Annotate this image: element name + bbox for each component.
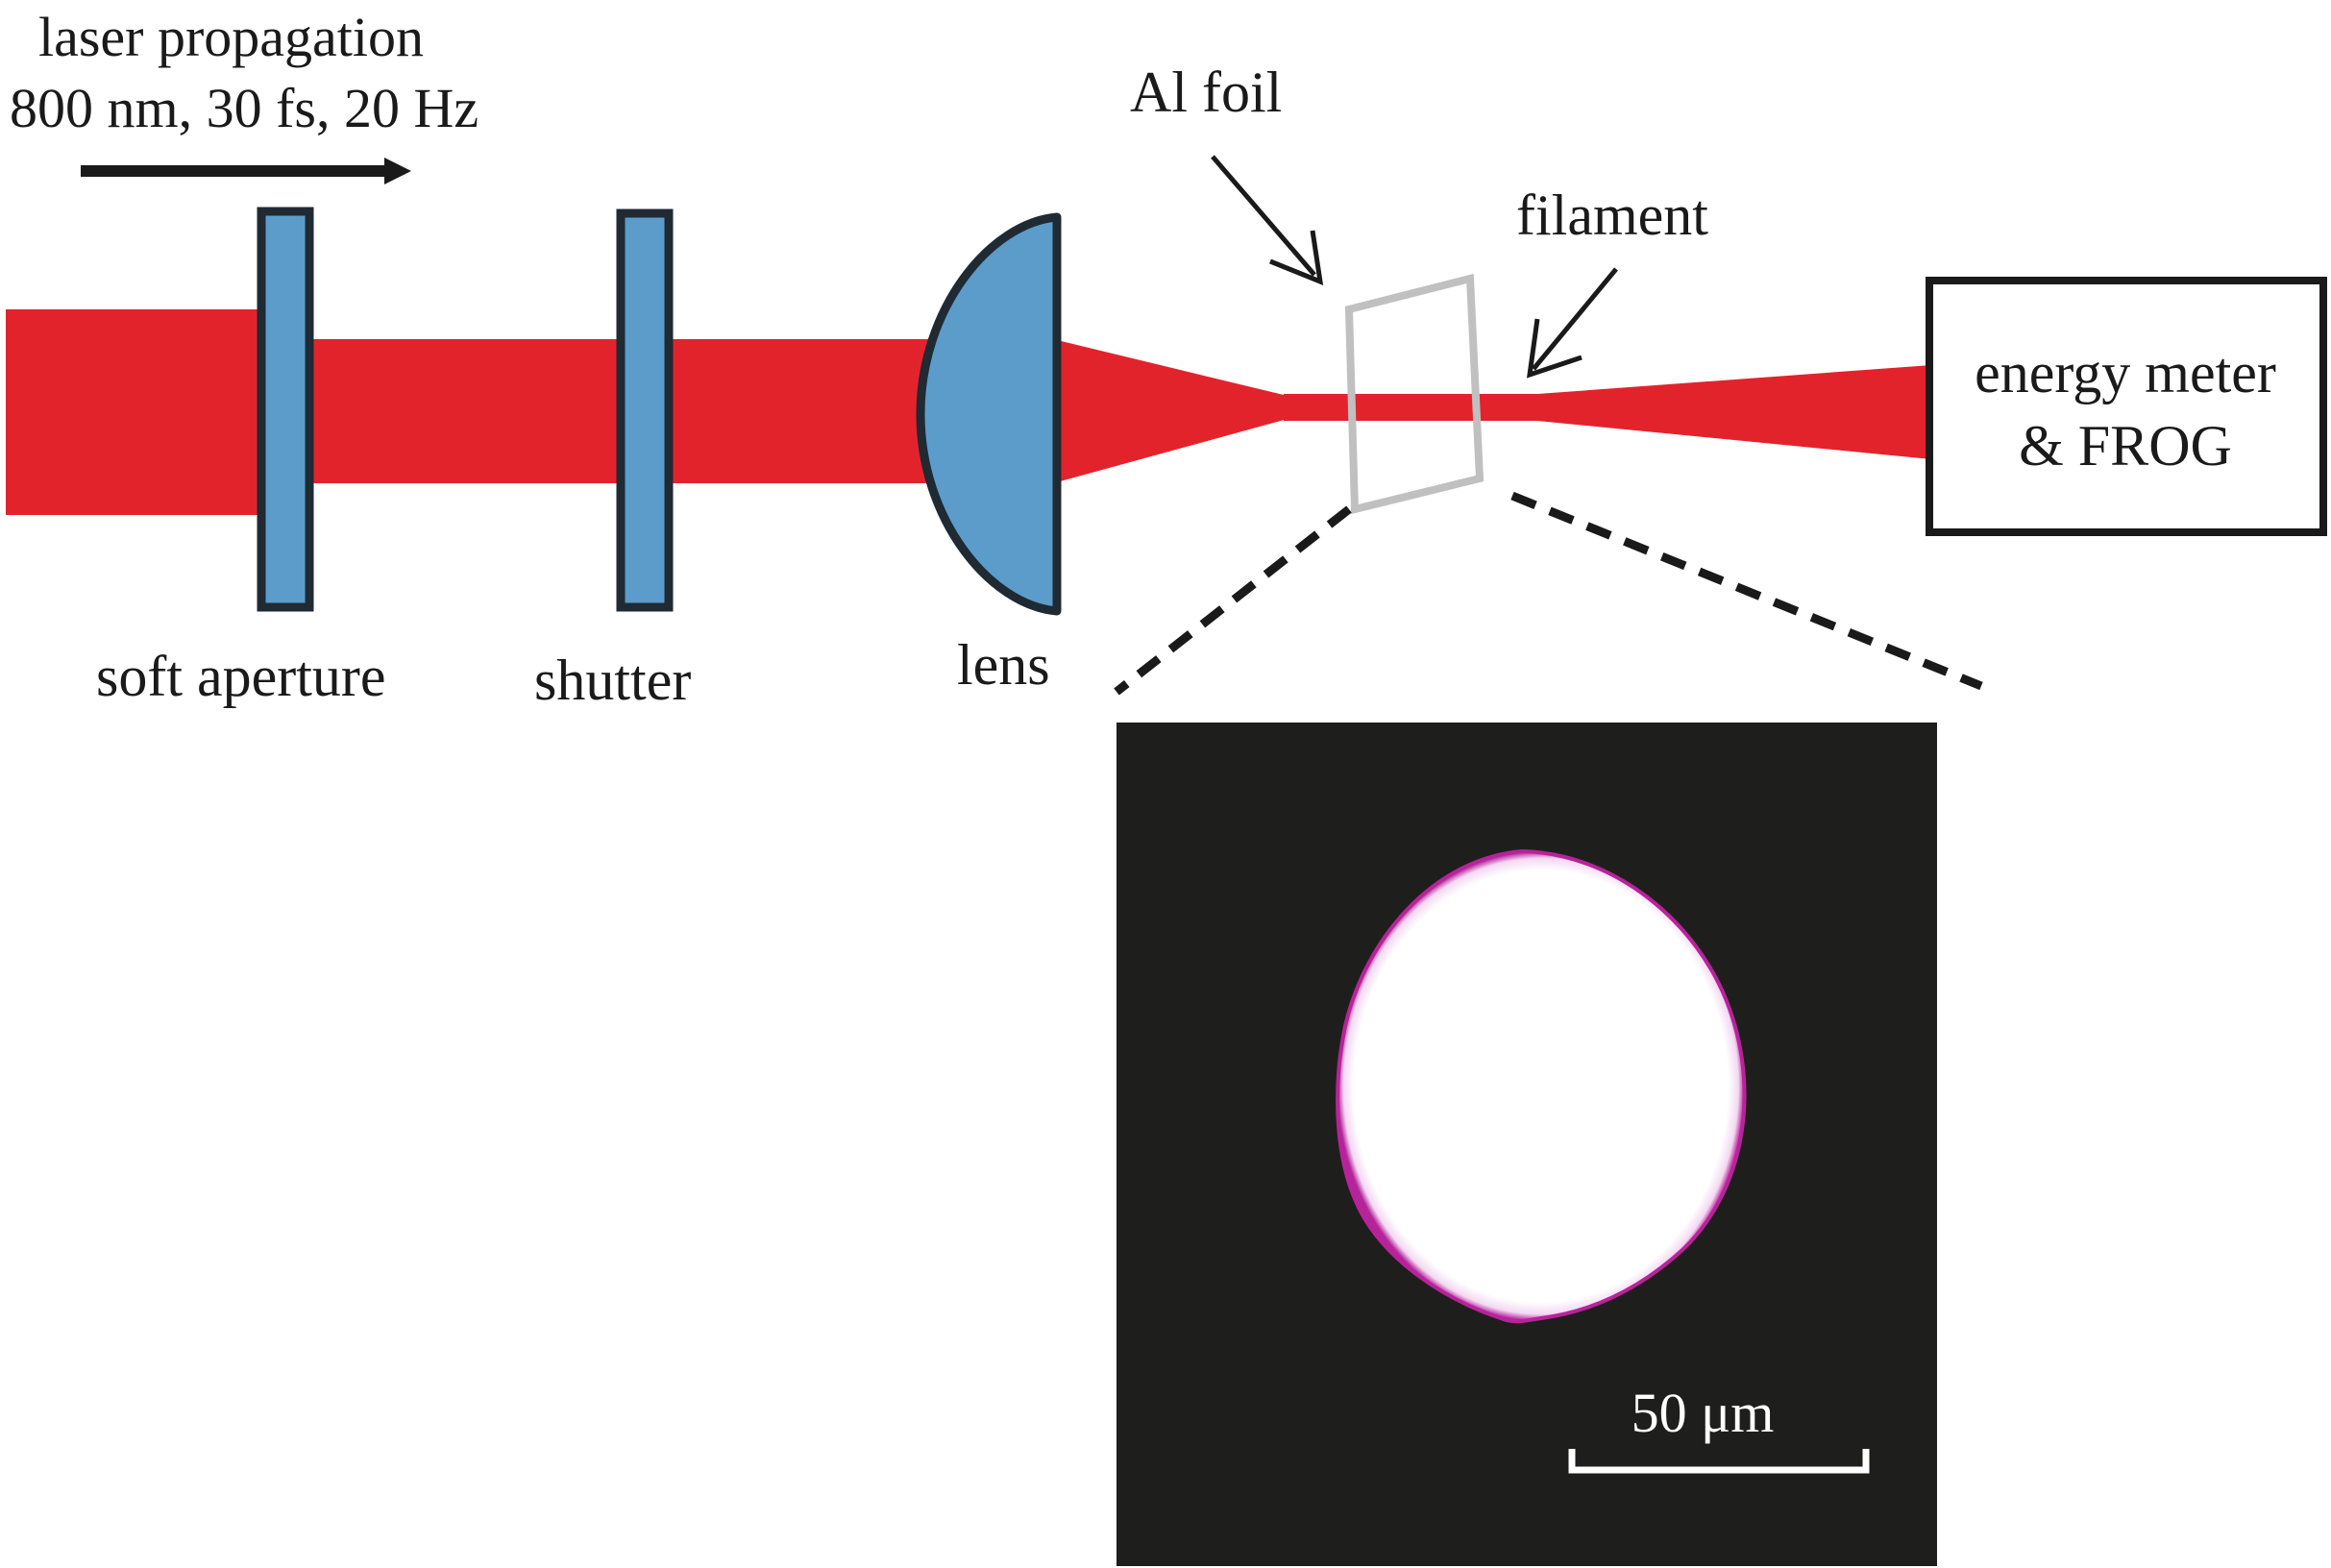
al-foil-sheet bbox=[1344, 273, 1484, 515]
micrograph-inset bbox=[1116, 723, 1937, 1566]
zoom-guide-right bbox=[1510, 491, 1983, 691]
al-foil-pointer-arrow bbox=[1211, 155, 1324, 285]
soft-aperture-plate bbox=[257, 207, 314, 612]
ablation-hole-spot bbox=[1336, 848, 1747, 1324]
lens-label: lens bbox=[957, 633, 1050, 697]
propagation-title: laser propagation bbox=[38, 6, 424, 68]
al-foil-label: Al foil bbox=[1130, 61, 1282, 124]
beam-input-segment bbox=[6, 309, 265, 515]
beam-filament bbox=[1284, 394, 1543, 421]
detector-label-line2: & FROG bbox=[2019, 414, 2232, 478]
zoom-guide-left bbox=[1114, 505, 1352, 696]
shutter-label: shutter bbox=[534, 649, 691, 712]
beam-apertured-segment bbox=[265, 339, 957, 483]
soft-aperture-label: soft aperture bbox=[96, 645, 386, 708]
shutter-plate bbox=[616, 208, 674, 612]
scale-bar bbox=[1568, 1449, 1870, 1474]
beam-diverging-cone bbox=[1537, 365, 1931, 459]
laser-beam bbox=[6, 309, 1931, 515]
propagation-arrow bbox=[81, 158, 411, 184]
scale-bar-label: 50 μm bbox=[1632, 1382, 1775, 1444]
laser-parameters: 800 nm, 30 fs, 20 Hz bbox=[10, 77, 478, 139]
detector-label-line1: energy meter bbox=[1975, 341, 2276, 404]
beam-focusing-cone bbox=[1053, 339, 1288, 483]
lens-shape bbox=[916, 212, 1062, 616]
filament-label: filament bbox=[1516, 184, 1708, 247]
filament-pointer-arrow bbox=[1526, 267, 1618, 379]
detector-box bbox=[1926, 277, 2327, 536]
